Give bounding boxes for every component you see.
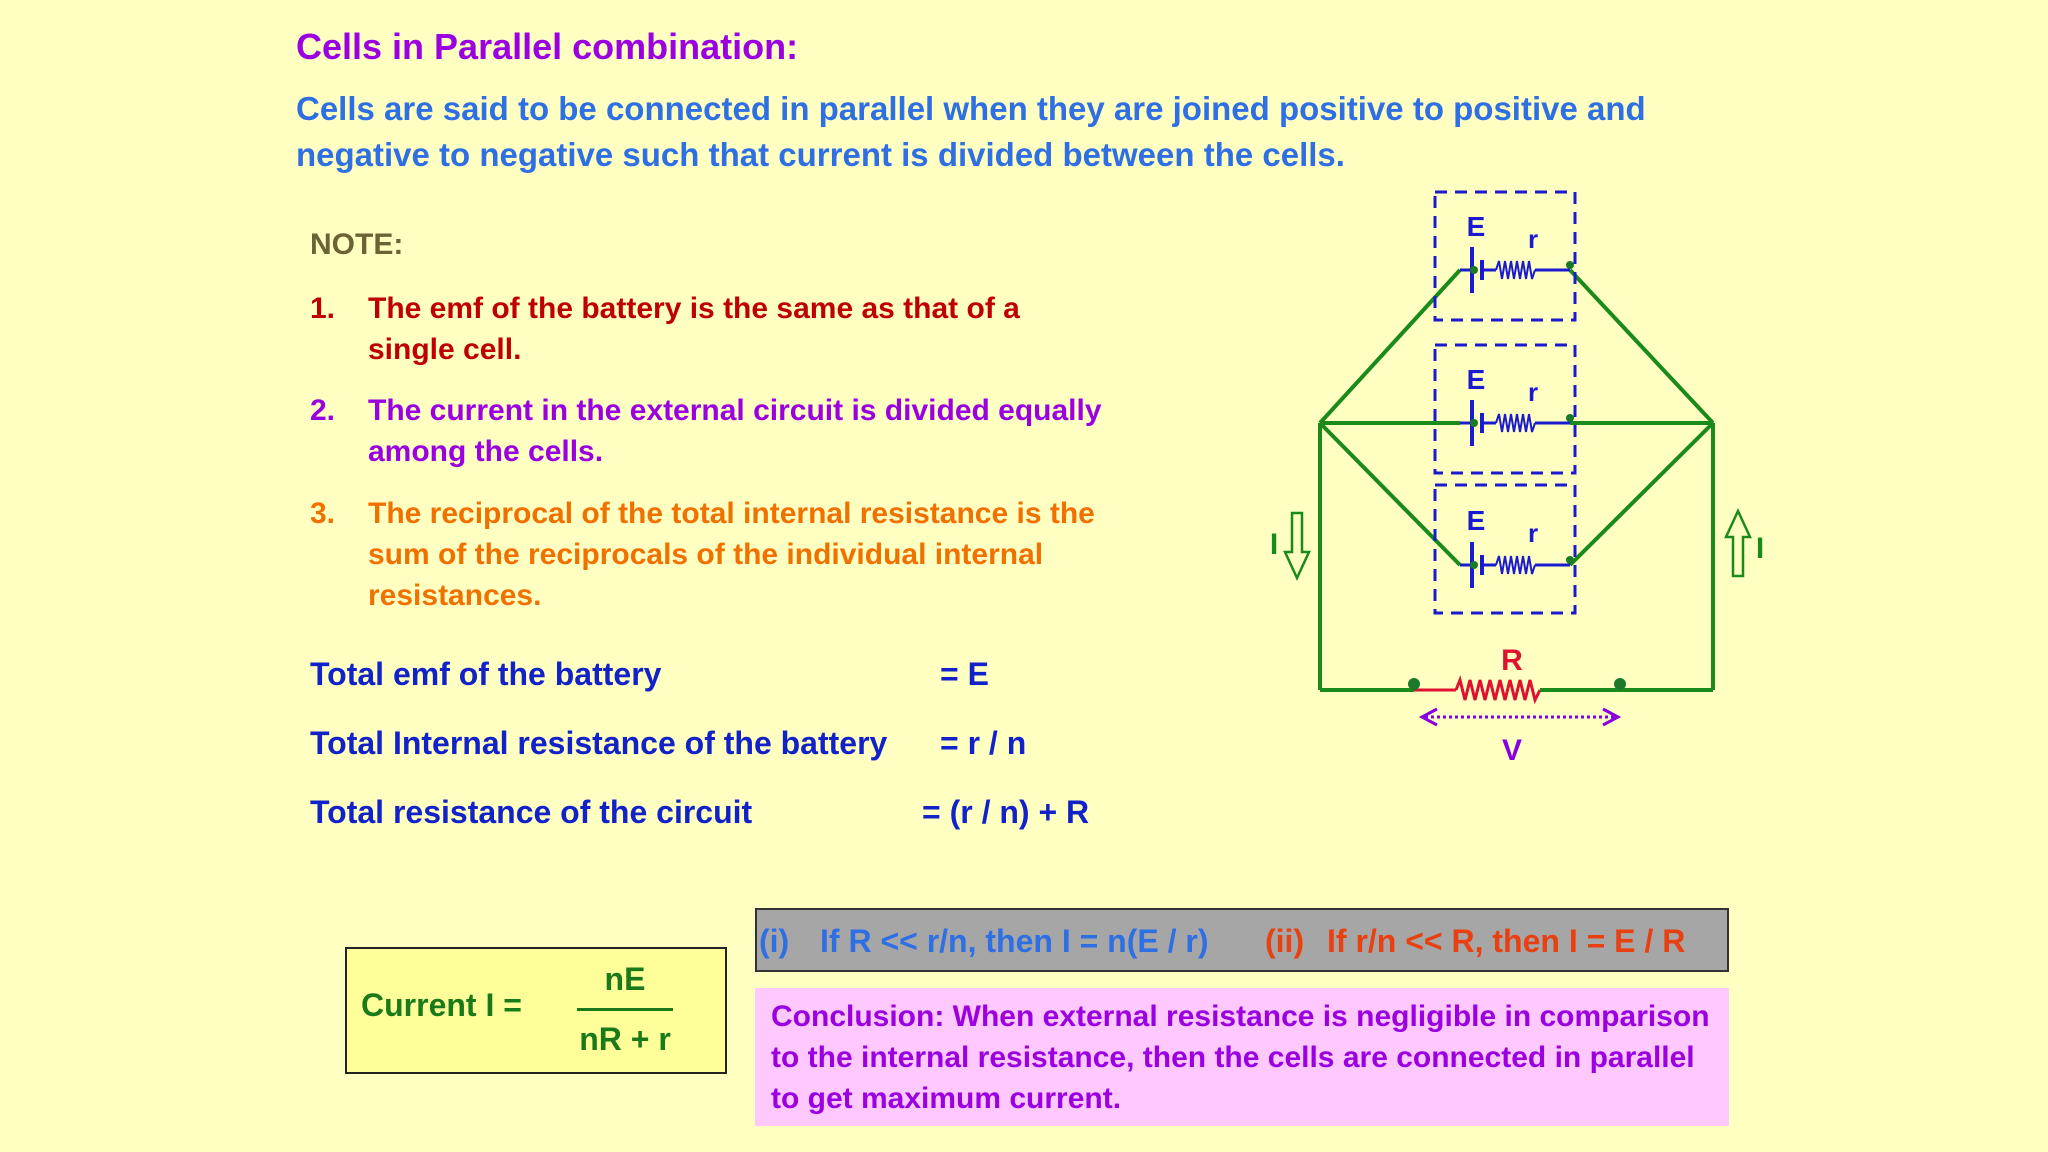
note-item-line: single cell.	[368, 333, 522, 366]
cell-r-label: r	[1528, 224, 1538, 254]
cell-r-label: r	[1528, 377, 1538, 407]
condition-ii-text: If r/n << R, then I = E / R	[1327, 923, 1686, 959]
intro-line-2: negative to negative such that current i…	[296, 136, 1345, 173]
current-up-arrow: I	[1724, 508, 1764, 578]
current-formula-numerator: nE	[604, 961, 646, 997]
note-item-line: The current in the external circuit is d…	[368, 394, 1102, 427]
equation-label-emf: Total emf of the battery	[310, 656, 662, 692]
cell-emf-label: E	[1467, 364, 1486, 395]
note-item-line: resistances.	[368, 579, 542, 612]
conclusion-line-2: to the internal resistance, then the cel…	[771, 1041, 1695, 1074]
note-item-line: sum of the reciprocals of the individual…	[368, 538, 1044, 571]
equation-value-total-resistance: = (r / n) + R	[922, 794, 1090, 830]
cell-3: E r	[1460, 505, 1574, 588]
cell-1: E r	[1460, 211, 1574, 293]
internal-resistor	[1495, 413, 1536, 433]
current-label: I	[1756, 532, 1764, 565]
terminal-dot	[1614, 678, 1626, 690]
current-down-arrow: I	[1270, 511, 1311, 581]
load-resistor: R	[1408, 644, 1626, 705]
intro-paragraph: Cells are said to be connected in parall…	[296, 86, 1646, 178]
current-formula-denominator: nR + r	[579, 1021, 671, 1057]
terminal-dot	[1408, 678, 1420, 690]
wire	[1318, 421, 1462, 567]
current-label: I	[1270, 528, 1278, 561]
note-item-number: 3.	[310, 497, 336, 530]
cell-emf-label: E	[1467, 505, 1486, 536]
cell-r-label: r	[1528, 518, 1538, 548]
equation-label-total-resistance: Total resistance of the circuit	[310, 794, 753, 830]
cell-emf-label: E	[1467, 211, 1486, 242]
voltage-arrow: V	[1418, 707, 1622, 767]
wire	[1568, 421, 1715, 567]
current-formula-box: Current I = nE nR + r	[345, 947, 727, 1074]
cell-box	[1433, 343, 1577, 475]
cell-box	[1433, 190, 1577, 322]
note-item-line: The emf of the battery is the same as th…	[368, 292, 1020, 325]
condition-i-text: If R << r/n, then I = n(E / r)	[820, 923, 1209, 959]
wire	[1568, 268, 1715, 425]
conditions-box: (i) If R << r/n, then I = n(E / r) (ii) …	[755, 908, 1729, 972]
page-title: Cells in Parallel combination:	[296, 26, 799, 67]
load-label: R	[1501, 644, 1523, 677]
note-item-line: among the cells.	[368, 435, 604, 468]
note-item-line: The reciprocal of the total internal res…	[368, 497, 1095, 530]
conclusion-line-3: to get maximum current.	[771, 1082, 1122, 1115]
parallel-cells-circuit: E r E r E r R	[1270, 190, 1764, 767]
condition-ii-tag: (ii)	[1265, 923, 1305, 959]
condition-i-tag: (i)	[759, 923, 790, 959]
intro-line-1: Cells are said to be connected in parall…	[296, 90, 1646, 127]
note-item-number: 1.	[310, 292, 336, 325]
circuit-wires	[1318, 268, 1715, 692]
conclusion-line-1: Conclusion: When external resistance is …	[771, 1000, 1710, 1033]
note-item-number: 2.	[310, 394, 336, 427]
note-heading: NOTE:	[310, 228, 404, 261]
current-formula-label: Current I =	[361, 987, 522, 1023]
voltage-label: V	[1502, 734, 1522, 767]
fraction-bar	[577, 1008, 673, 1011]
internal-resistor	[1495, 555, 1536, 575]
cell-2: E r	[1460, 364, 1574, 446]
equation-value-emf: = E	[940, 656, 989, 692]
wire	[1318, 268, 1462, 425]
equation-value-internal-resistance: = r / n	[940, 725, 1027, 761]
equation-label-internal-resistance: Total Internal resistance of the battery	[310, 725, 888, 761]
conclusion-box: Conclusion: When external resistance is …	[755, 988, 1729, 1126]
internal-resistor	[1495, 260, 1536, 280]
cell-box	[1433, 483, 1577, 615]
